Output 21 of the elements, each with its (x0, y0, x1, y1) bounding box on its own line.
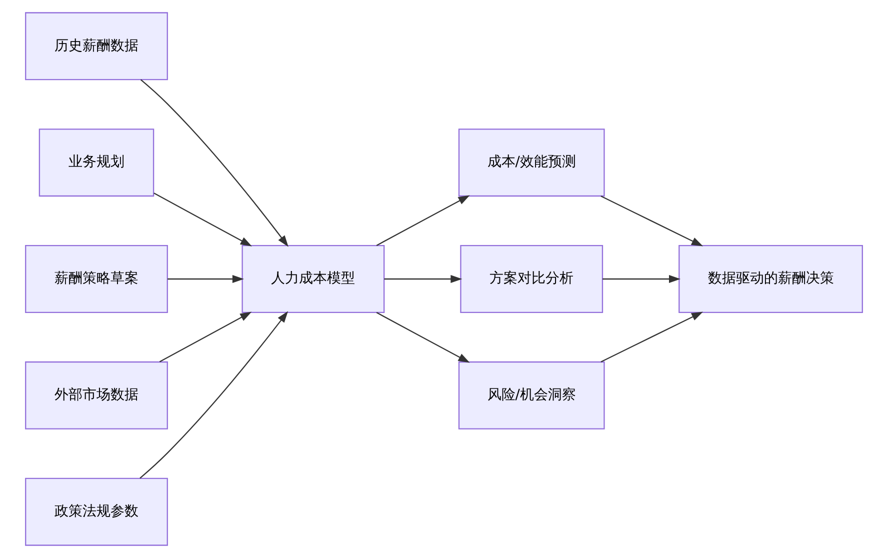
arrow (376, 312, 470, 363)
arrow (600, 312, 704, 362)
arrow (600, 196, 704, 246)
node-box: 政策法规参数 (25, 478, 168, 546)
arrow (168, 274, 244, 284)
arrow (384, 274, 462, 284)
arrow (159, 312, 252, 362)
arrow (140, 79, 288, 247)
node-box: 方案对比分析 (460, 245, 604, 313)
node-box: 数据驱动的薪酬决策 (678, 245, 863, 313)
arrow (602, 274, 681, 284)
node-box: 外部市场数据 (25, 361, 168, 430)
node-box: 成本/效能预测 (458, 128, 605, 197)
node-box: 风险/机会洞察 (458, 361, 605, 430)
arrow (140, 311, 288, 479)
arrow (376, 195, 470, 246)
node-box: 历史薪酬数据 (25, 12, 168, 80)
node-box: 薪酬策略草案 (25, 245, 168, 313)
node-box: 人力成本模型 (242, 245, 385, 313)
arrow (154, 192, 252, 246)
node-box: 业务规划 (38, 128, 154, 197)
